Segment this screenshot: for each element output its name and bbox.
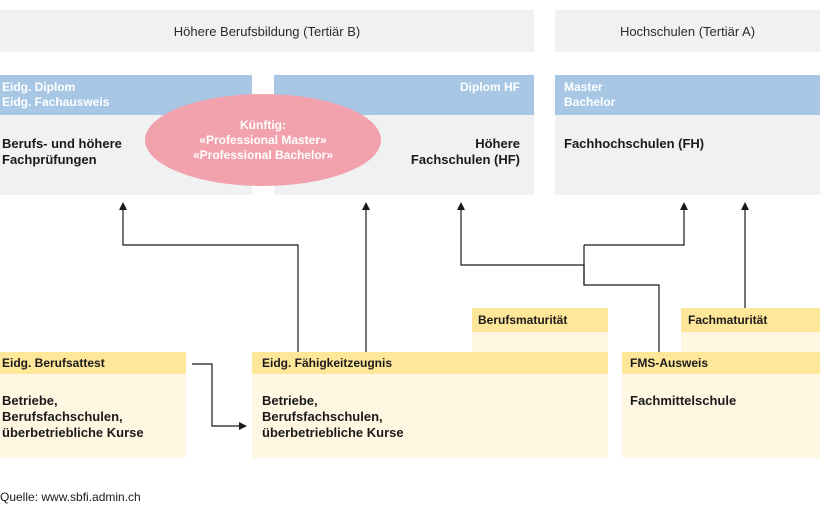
efz-label-bar	[252, 352, 608, 374]
arrow-attest-to-efz	[192, 363, 247, 430]
fms-label-bar	[622, 352, 820, 374]
future-titles-ellipse: Künftig: «Professional Master» «Professi…	[145, 94, 381, 186]
header-tertiary-a-title: Hochschulen (Tertiär A)	[619, 23, 756, 39]
fachmaturitaet-label-bar	[681, 308, 820, 332]
tertiary-a-text: Fachhochschulen (FH)	[564, 136, 705, 151]
arrow-to-fh	[584, 202, 688, 246]
source-note: Quelle: www.sbfi.admin.ch	[0, 490, 141, 504]
header-tertiary-b: Höhere Berufsbildung (Tertiär B)	[0, 10, 534, 52]
fachmaturitaet-label: Fachmaturität	[688, 313, 768, 327]
arrow-efz-to-fachpruefungen	[119, 202, 299, 352]
efz-label: Eidg. Fähigkeitzeugnis	[262, 356, 393, 370]
efz-text: Betriebe, Berufsfachschulen, überbetrieb…	[262, 393, 404, 440]
header-tertiary-a: Hochschulen (Tertiär A)	[555, 10, 820, 52]
fms-text: Fachmittelschule	[630, 393, 737, 408]
fms-label: FMS-Ausweis	[630, 356, 709, 370]
attest-label-bar	[0, 352, 186, 374]
header-tertiary-b-title: Höhere Berufsbildung (Tertiär B)	[173, 23, 361, 39]
tertiary-a-label: Master Bachelor	[564, 80, 616, 109]
attest-text: Betriebe, Berufsfachschulen, überbetrieb…	[2, 393, 144, 440]
tertiary-b-right-label: Diplom HF	[460, 80, 520, 94]
berufsmaturitaet-label: Berufsmaturität	[478, 313, 568, 327]
tertiary-b-right-text: Höhere Fachschulen (HF)	[410, 136, 520, 167]
tertiary-a-label-bar	[555, 75, 820, 115]
tertiary-b-left-text: Berufs- und höhere Fachprüfungen	[2, 136, 122, 167]
tertiary-b-left-label: Eidg. Diplom Eidg. Fachausweis	[2, 80, 110, 109]
attest-label: Eidg. Berufsattest	[2, 356, 105, 370]
